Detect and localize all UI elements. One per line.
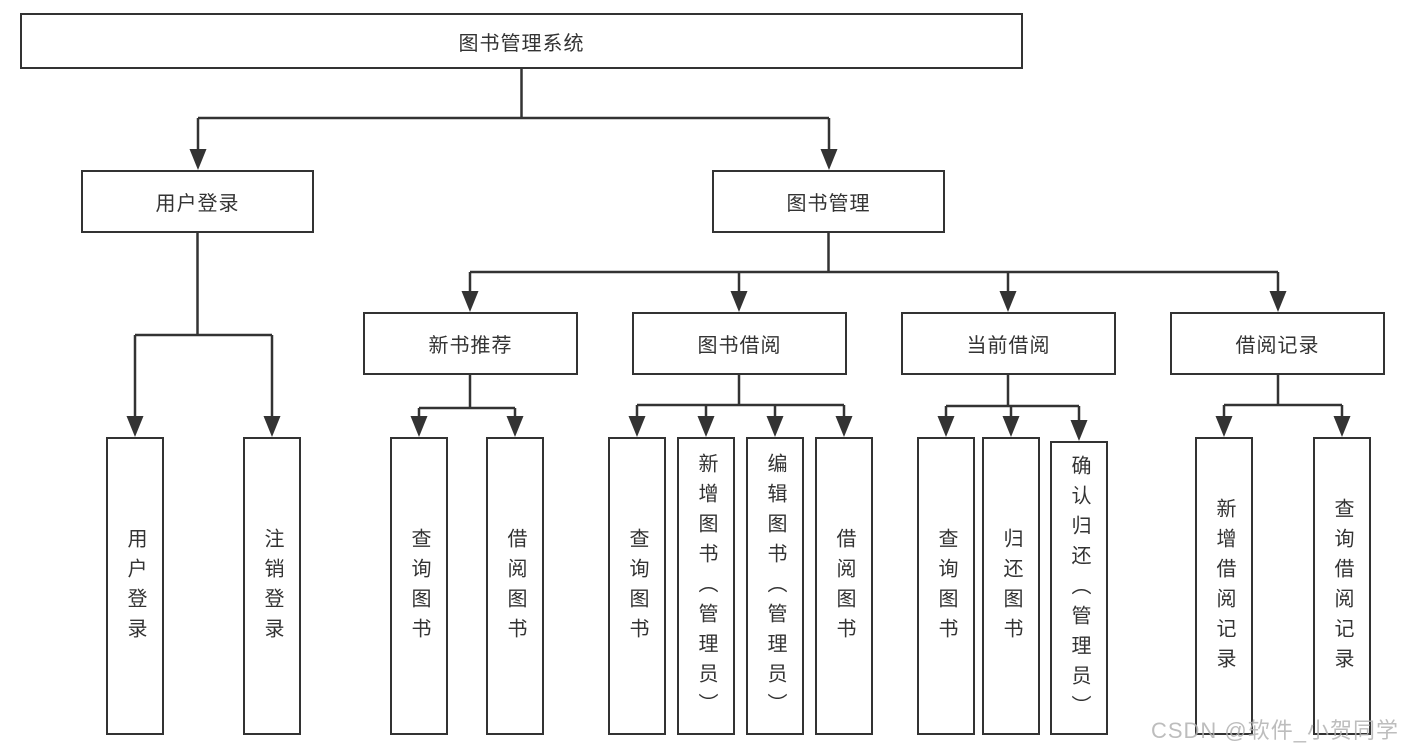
- node-new-book-recommendation: 新书推荐: [363, 312, 578, 375]
- leaf-borrow-books-newbook: 借阅图书: [486, 437, 544, 735]
- node-user-login: 用户登录: [81, 170, 314, 233]
- leaf-confirm-return-admin: 确认归还（管理员）: [1050, 441, 1108, 735]
- leaf-add-books-admin: 新增图书（管理员）: [677, 437, 735, 735]
- leaf-user-login: 用户登录: [106, 437, 164, 735]
- node-borrowing-records: 借阅记录: [1170, 312, 1385, 375]
- node-current-borrowing: 当前借阅: [901, 312, 1116, 375]
- leaf-query-books-borrow: 查询图书: [608, 437, 666, 735]
- leaf-query-borrow-record: 查询借阅记录: [1313, 437, 1371, 735]
- leaf-borrow-books: 借阅图书: [815, 437, 873, 735]
- node-book-management: 图书管理: [712, 170, 945, 233]
- leaf-logout: 注销登录: [243, 437, 301, 735]
- leaf-edit-books-admin: 编辑图书（管理员）: [746, 437, 804, 735]
- leaf-add-borrow-record: 新增借阅记录: [1195, 437, 1253, 735]
- leaf-query-books-newbook: 查询图书: [390, 437, 448, 735]
- leaf-return-books: 归还图书: [982, 437, 1040, 735]
- leaf-query-books-current: 查询图书: [917, 437, 975, 735]
- node-library-management-system: 图书管理系统: [20, 13, 1023, 69]
- node-book-borrowing: 图书借阅: [632, 312, 847, 375]
